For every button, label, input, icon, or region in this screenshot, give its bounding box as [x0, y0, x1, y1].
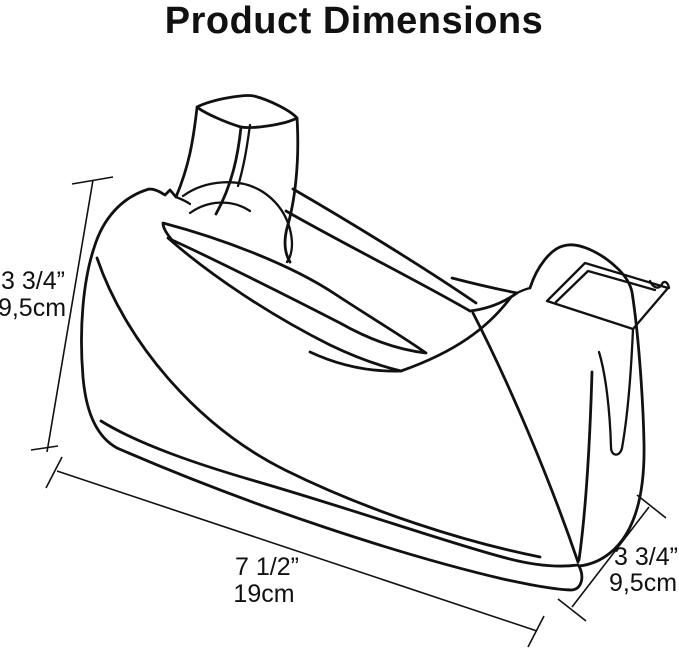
depth-dimension: 3 3/4” 9,5cm — [557, 494, 678, 622]
side-recess-bevel-line — [166, 236, 403, 373]
height-label-inches: 3 3/4” — [1, 267, 65, 295]
hump-edge-segment — [174, 195, 192, 206]
post-middle-crease — [236, 123, 252, 188]
depth-label-metric: 9,5cm — [609, 569, 677, 597]
post-left-edge — [174, 106, 199, 199]
depth-dimension-line — [571, 506, 650, 608]
height-label-metric: 9,5cm — [0, 294, 66, 322]
tape-band-upper-line — [291, 187, 478, 305]
length-tick-left — [45, 456, 63, 489]
height-tick-top — [71, 176, 114, 185]
tape-to-head-edge — [515, 286, 532, 295]
length-dimension: 7 1/2” 19cm — [45, 456, 545, 648]
side-crease-line — [95, 256, 542, 559]
blade-recess-outline — [545, 261, 670, 331]
depth-tick-bottom — [557, 598, 587, 622]
tape-roll-arc-outer — [181, 181, 265, 198]
tape-dispenser-drawing — [80, 94, 671, 592]
tape-roll-arc-inner — [188, 201, 252, 215]
tape-roll-bulge — [261, 190, 294, 264]
depth-label-inches: 3 3/4” — [614, 543, 678, 571]
base-rim-inner-line — [99, 419, 580, 568]
height-dimension: 3 3/4” 9,5cm — [0, 176, 114, 453]
blade-recess-bevel — [554, 269, 657, 304]
blade-notch — [648, 279, 671, 290]
tape-band-lower-line — [284, 209, 472, 313]
tape-channel — [597, 327, 635, 456]
length-tick-right — [527, 615, 545, 648]
side-recess-outline — [161, 221, 428, 355]
length-label-metric: 19cm — [233, 580, 294, 608]
length-label-inches: 7 1/2” — [235, 553, 299, 581]
post-top-face — [195, 94, 299, 129]
height-tick-bottom — [30, 445, 59, 451]
front-nose-crease — [471, 311, 580, 564]
depth-tick-top — [636, 494, 667, 519]
cutter-head-outline — [528, 243, 646, 568]
page-title: Product Dimensions — [165, 0, 544, 42]
dispenser-body-outline — [80, 187, 584, 592]
post-inner-edge — [214, 125, 243, 216]
right-wall-crease — [577, 370, 594, 562]
length-dimension-line — [56, 470, 538, 632]
front-top-edge — [399, 295, 513, 373]
height-dimension-line — [46, 179, 94, 453]
